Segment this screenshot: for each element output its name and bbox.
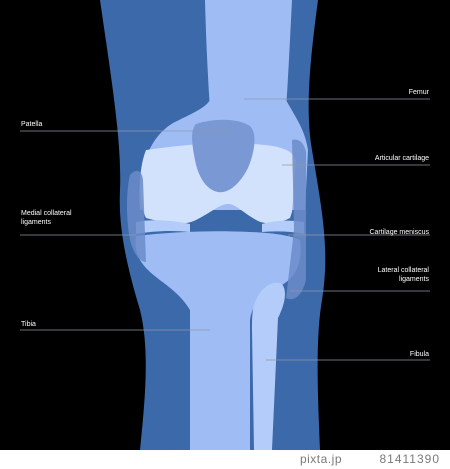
femur-shaft bbox=[205, 0, 292, 110]
label-lateral-collateral-ligaments: Lateral collateral ligaments bbox=[377, 267, 429, 283]
medial-collateral-ligament bbox=[127, 170, 146, 262]
lateral-meniscus bbox=[262, 220, 304, 234]
label-fibula: Fibula bbox=[409, 351, 429, 358]
label-articular-cartilage: Articular cartilage bbox=[374, 155, 429, 162]
label-femur: Femur bbox=[408, 89, 429, 96]
label-tibia: Tibia bbox=[21, 321, 36, 328]
medial-meniscus bbox=[136, 220, 190, 234]
knee-joint-diagram bbox=[0, 0, 450, 450]
lateral-collateral-ligament bbox=[286, 139, 306, 300]
footer-site: pixta.jp bbox=[299, 452, 342, 466]
fibula bbox=[252, 282, 285, 450]
label-medial-collateral-ligaments: Medial collateral ligaments bbox=[21, 210, 72, 226]
footer-image-id: 81411390 bbox=[379, 452, 440, 466]
patella bbox=[192, 119, 255, 193]
stock-footer: pixta.jp 81411390 bbox=[0, 450, 450, 469]
tibia bbox=[135, 231, 301, 450]
label-cartilage-meniscus: Cartilage meniscus bbox=[369, 229, 429, 236]
label-patella: Patella bbox=[21, 121, 43, 128]
